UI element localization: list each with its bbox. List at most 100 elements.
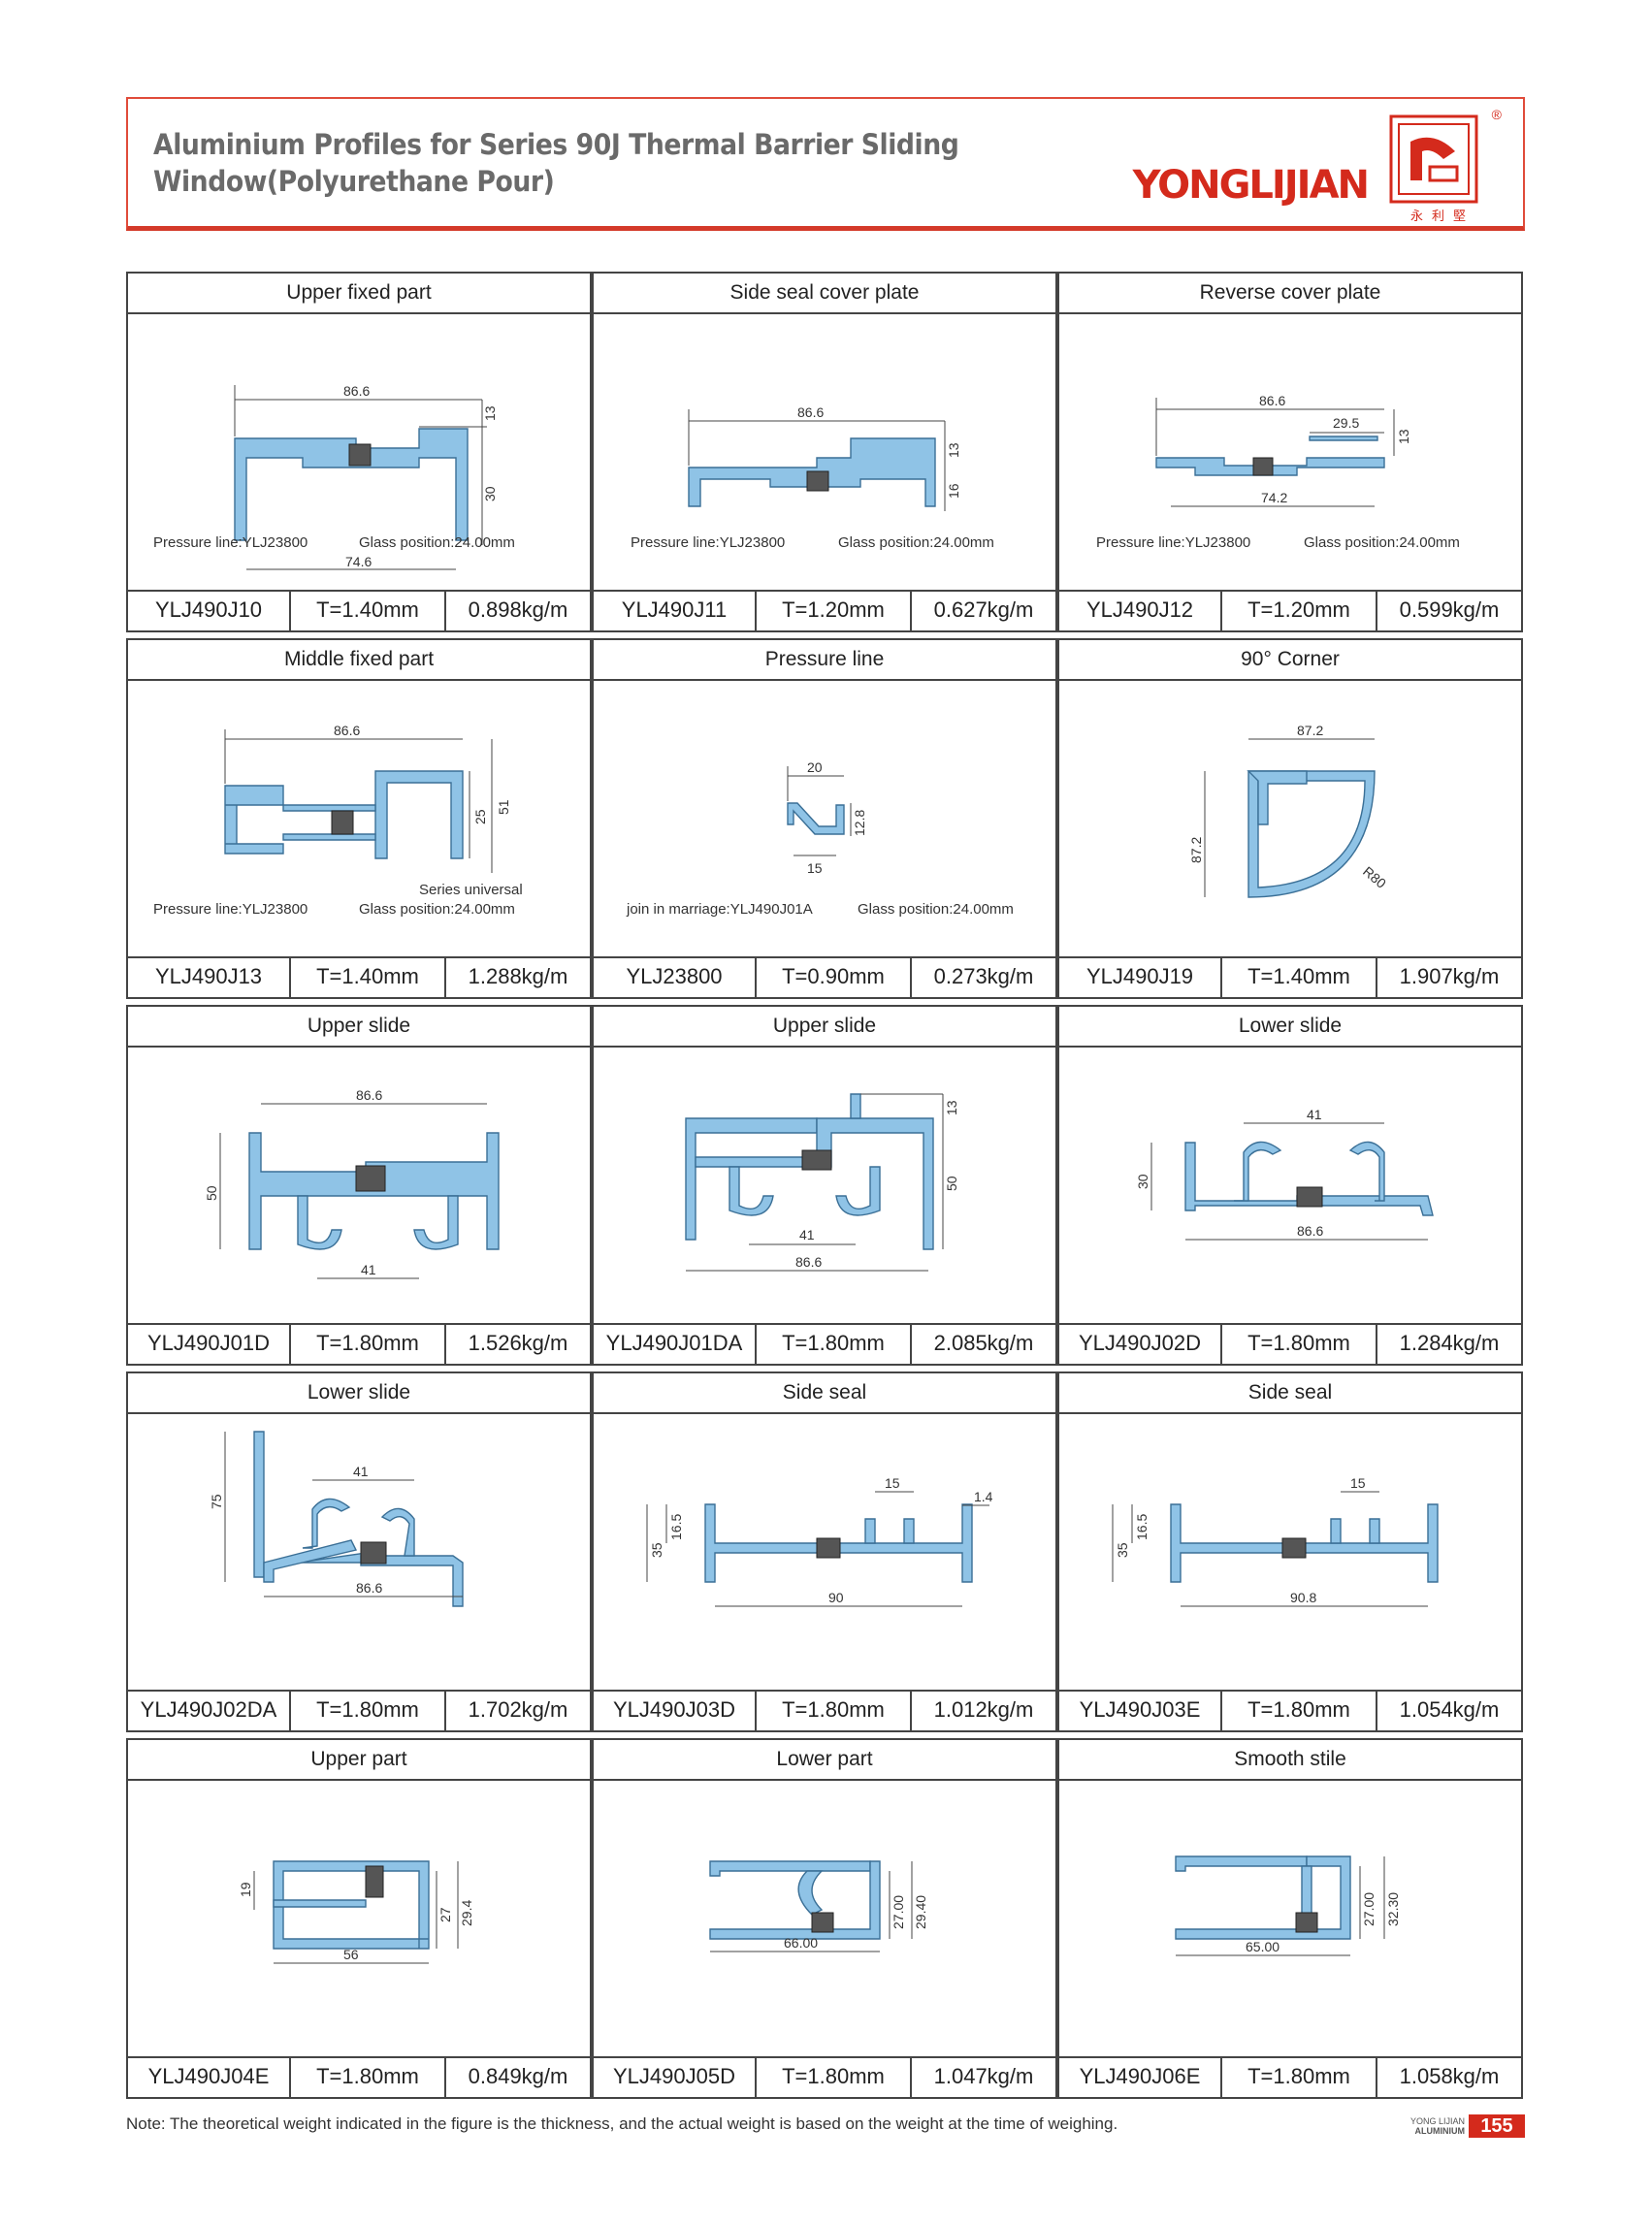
profile-thickness: T=0.90mm <box>757 958 912 997</box>
profile-title: Upper part <box>128 1740 590 1781</box>
profile-thickness: T=1.80mm <box>757 1325 912 1364</box>
note-join: join in marriage:YLJ490J01A <box>627 901 813 918</box>
profile-drawing: 87.2 87.2 R80 <box>1059 679 1521 960</box>
note-pressure-line: Pressure line:YLJ23800 <box>153 901 308 918</box>
profile-cell: Lower slide 41 75 86.6 YLJ490J02DA T=1.8… <box>126 1371 592 1732</box>
profile-code: YLJ490J03E <box>1059 1692 1222 1730</box>
profile-code: YLJ490J05D <box>594 2058 757 2097</box>
spec-row: YLJ490J01DA T=1.80mm 2.085kg/m <box>594 1323 1055 1364</box>
svg-text:13: 13 <box>1396 429 1411 444</box>
svg-text:1.4: 1.4 <box>974 1489 993 1504</box>
profile-thickness: T=1.80mm <box>757 1692 912 1730</box>
note-pressure-line: Pressure line:YLJ23800 <box>631 534 786 551</box>
profile-weight: 1.054kg/m <box>1399 1697 1500 1722</box>
svg-text:74.6: 74.6 <box>345 554 372 569</box>
profile-code: YLJ490J04E <box>128 2058 291 2097</box>
brand-chinese: 永利堅 <box>1409 209 1474 223</box>
page-title: Aluminium Profiles for Series 90J Therma… <box>153 128 959 198</box>
svg-text:16.5: 16.5 <box>1134 1514 1150 1540</box>
svg-text:13: 13 <box>946 442 961 458</box>
profile-title: Smooth stile <box>1059 1740 1521 1781</box>
profile-thickness: T=1.80mm <box>757 2058 912 2097</box>
svg-text:25: 25 <box>472 809 488 824</box>
svg-text:13: 13 <box>944 1100 959 1115</box>
svg-text:86.6: 86.6 <box>795 1254 822 1270</box>
profile-weight: 1.012kg/m <box>933 1697 1034 1722</box>
profile-cell: Reverse cover plate 86.6 29.5 13 74.2 Pr… <box>1057 272 1523 632</box>
profile-weight: 0.849kg/m <box>468 2064 568 2088</box>
profile-weight: 0.599kg/m <box>1399 597 1500 622</box>
profile-drawing: 15 1.4 16.5 35 90 <box>594 1412 1055 1694</box>
profile-code: YLJ490J13 <box>128 958 291 997</box>
note-glass-position: Glass position:24.00mm <box>858 901 1014 918</box>
svg-text:29.40: 29.40 <box>913 1895 928 1929</box>
svg-text:65.00: 65.00 <box>1246 1939 1279 1954</box>
spec-row: YLJ490J03E T=1.80mm 1.054kg/m <box>1059 1690 1521 1730</box>
profile-code: YLJ490J19 <box>1059 958 1222 997</box>
svg-text:15: 15 <box>885 1475 900 1491</box>
profile-code: YLJ23800 <box>594 958 757 997</box>
profile-code: YLJ490J12 <box>1059 592 1222 630</box>
svg-text:29.5: 29.5 <box>1333 415 1359 431</box>
profile-thickness: T=1.20mm <box>757 592 912 630</box>
profile-drawing: 27.00 29.40 66.00 <box>594 1779 1055 2060</box>
svg-text:86.6: 86.6 <box>1297 1223 1323 1239</box>
profile-thickness: T=1.80mm <box>291 2058 446 2097</box>
spec-row: YLJ490J10 T=1.40mm 0.898kg/m <box>128 590 590 630</box>
profile-weight: 1.047kg/m <box>933 2064 1034 2088</box>
profile-drawing: 15 16.5 35 90.8 <box>1059 1412 1521 1694</box>
svg-text:86.6: 86.6 <box>1259 393 1285 408</box>
note-pressure-line: Pressure line:YLJ23800 <box>153 534 308 551</box>
profile-title: Lower slide <box>128 1373 590 1414</box>
profile-thickness: T=1.80mm <box>291 1692 446 1730</box>
note-pressure-line: Pressure line:YLJ23800 <box>1096 534 1251 551</box>
spec-row: YLJ490J04E T=1.80mm 0.849kg/m <box>128 2056 590 2097</box>
spec-row: YLJ490J03D T=1.80mm 1.012kg/m <box>594 1690 1055 1730</box>
profile-title: Reverse cover plate <box>1059 274 1521 314</box>
note-glass-position: Glass position:24.00mm <box>1304 534 1460 551</box>
profile-thickness: T=1.40mm <box>1222 958 1377 997</box>
svg-text:41: 41 <box>799 1227 815 1242</box>
profile-title: Side seal cover plate <box>594 274 1055 314</box>
spec-row: YLJ490J12 T=1.20mm 0.599kg/m <box>1059 590 1521 630</box>
note-glass-position: Glass position:24.00mm <box>359 534 515 551</box>
spec-row: YLJ23800 T=0.90mm 0.273kg/m <box>594 956 1055 997</box>
svg-text:29.4: 29.4 <box>459 1900 474 1926</box>
footer-brand-label: YONG LIJIAN ALUMINIUM <box>1409 2116 1465 2136</box>
profile-code: YLJ490J06E <box>1059 2058 1222 2097</box>
profile-thickness: T=1.80mm <box>1222 1692 1377 1730</box>
svg-text:41: 41 <box>1307 1107 1322 1122</box>
svg-text:27: 27 <box>437 1907 453 1922</box>
profile-title: Middle fixed part <box>128 640 590 681</box>
svg-text:20: 20 <box>807 759 823 775</box>
profile-cell: Side seal cover plate 86.6 13 16 Pressur… <box>592 272 1057 632</box>
profile-drawing: 27.00 32.30 65.00 <box>1059 1779 1521 2060</box>
profile-drawing: 41 30 86.6 <box>1059 1046 1521 1327</box>
profile-weight: 1.907kg/m <box>1399 964 1500 988</box>
profile-weight: 0.898kg/m <box>468 597 568 622</box>
svg-text:12.8: 12.8 <box>852 810 867 836</box>
profile-drawing: 86.6 13 30 74.6 Pressure line:YLJ23800 G… <box>128 312 590 594</box>
profile-drawing: 86.6 13 16 Pressure line:YLJ23800 Glass … <box>594 312 1055 594</box>
profile-drawing: 86.6 25 51 Series universal Pressure lin… <box>128 679 590 960</box>
profile-code: YLJ490J01D <box>128 1325 291 1364</box>
profile-grid: Upper fixed part 86.6 13 30 74.6 Pressur… <box>126 272 1525 2103</box>
svg-text:50: 50 <box>944 1176 959 1191</box>
svg-text:41: 41 <box>361 1262 376 1277</box>
svg-text:86.6: 86.6 <box>797 404 824 420</box>
page-number: 155 <box>1469 2114 1525 2138</box>
spec-row: YLJ490J02D T=1.80mm 1.284kg/m <box>1059 1323 1521 1364</box>
profile-thickness: T=1.80mm <box>1222 2058 1377 2097</box>
svg-text:56: 56 <box>343 1947 359 1962</box>
svg-text:66.00: 66.00 <box>784 1935 818 1951</box>
svg-text:86.6: 86.6 <box>356 1087 382 1103</box>
svg-text:15: 15 <box>1350 1475 1366 1491</box>
profile-thickness: T=1.20mm <box>1222 592 1377 630</box>
profile-drawing: 41 75 86.6 <box>128 1412 590 1694</box>
profile-drawing: 86.6 29.5 13 74.2 Pressure line:YLJ23800… <box>1059 312 1521 594</box>
svg-text:19: 19 <box>238 1882 253 1897</box>
profile-drawing: 86.6 50 41 <box>128 1046 590 1327</box>
svg-text:86.6: 86.6 <box>356 1580 382 1596</box>
footer-note: Note: The theoretical weight indicated i… <box>126 2114 1118 2133</box>
profile-thickness: T=1.80mm <box>1222 1325 1377 1364</box>
